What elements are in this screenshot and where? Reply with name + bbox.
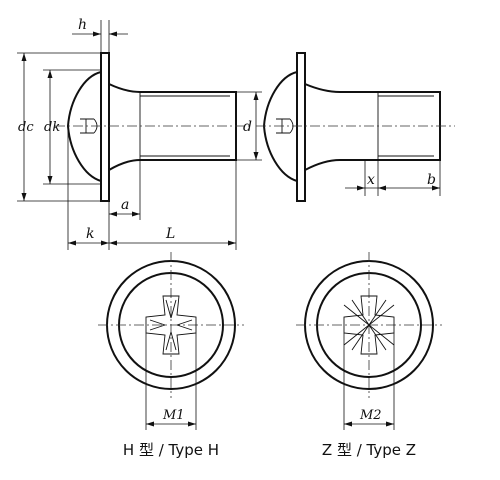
washer-flange-right bbox=[296, 52, 306, 202]
dome-head bbox=[66, 71, 102, 182]
side-view-left: h dc dk d bbox=[17, 17, 262, 250]
dim-m1: M1 bbox=[145, 333, 197, 430]
top-view-type-z: M2 Z 型 / Type Z bbox=[296, 252, 442, 459]
caption-type-z: Z 型 / Type Z bbox=[322, 441, 416, 459]
caption-type-h: H 型 / Type H bbox=[123, 441, 219, 459]
dome-head-right bbox=[262, 71, 298, 182]
label-a: a bbox=[121, 197, 129, 213]
label-x: x bbox=[367, 172, 375, 188]
label-h: h bbox=[78, 17, 87, 33]
washer-flange bbox=[100, 52, 110, 202]
dim-a: a bbox=[109, 160, 141, 220]
label-k: k bbox=[86, 226, 94, 242]
recess-slot bbox=[80, 118, 98, 134]
label-m2: M2 bbox=[359, 408, 382, 423]
side-view-right: x b bbox=[256, 52, 455, 202]
label-dk: dk bbox=[44, 120, 60, 135]
pozidriv-recess bbox=[343, 295, 395, 355]
top-view-type-h: M1 H 型 / Type H bbox=[98, 252, 244, 459]
dim-dc: dc bbox=[17, 52, 101, 202]
label-b: b bbox=[427, 172, 436, 188]
label-dc: dc bbox=[18, 120, 34, 135]
recess-slot-right bbox=[276, 118, 294, 134]
dim-x-b: x b bbox=[345, 160, 441, 196]
dim-dk: dk bbox=[43, 69, 100, 185]
pozidriv-ticks bbox=[343, 299, 395, 351]
dim-k-L: k L bbox=[67, 130, 237, 250]
label-d: d bbox=[243, 119, 252, 135]
phillips-recess bbox=[145, 295, 197, 355]
shank-outline bbox=[108, 83, 237, 171]
shank-outline-right bbox=[304, 83, 441, 171]
dim-m2: M2 bbox=[343, 333, 395, 430]
label-m1: M1 bbox=[162, 408, 185, 423]
label-L: L bbox=[165, 226, 175, 242]
dim-h: h bbox=[72, 17, 128, 55]
